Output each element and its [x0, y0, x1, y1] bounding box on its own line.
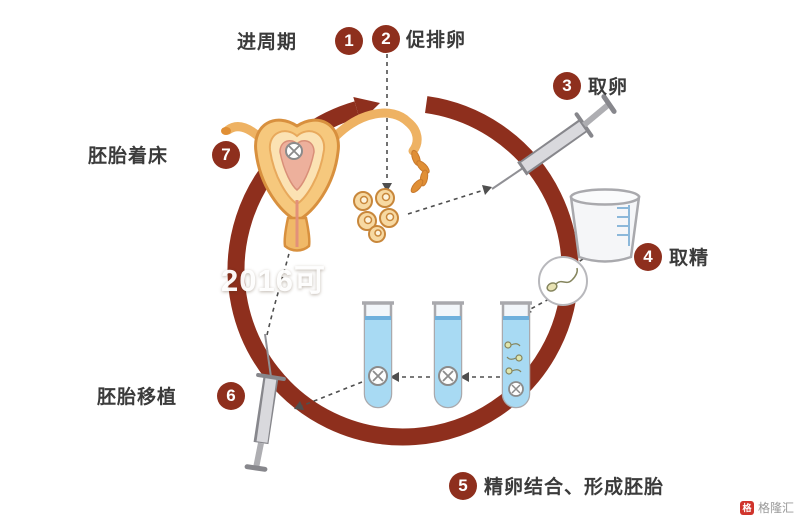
step-6-label-embryo-transfer: 胚胎移植 [97, 387, 178, 408]
center-watermark: 2016可 [221, 263, 326, 298]
step-1-badge: 1 [335, 27, 363, 55]
egg-retrieval-syringe-icon [491, 94, 617, 190]
ovary-eggs-icon [353, 188, 399, 243]
uterus-icon [221, 108, 430, 252]
brand-name: 格隆汇 [757, 501, 794, 515]
step-2-badge: 2 [372, 25, 400, 53]
embryo-implant-marker-icon [285, 142, 303, 160]
step-1-label-enter-cycle: 进周期 [237, 32, 298, 53]
step-5-label-fertilization-embryo: 精卵结合、形成胚胎 [484, 477, 665, 498]
sperm-icon [538, 256, 588, 306]
step-3-badge: 3 [553, 72, 581, 100]
step-6-badge: 6 [217, 382, 245, 410]
brand-watermark: 格 格隆汇 [739, 499, 794, 516]
step-5-badge: 5 [449, 472, 477, 500]
brand-logo-icon: 格 [739, 500, 754, 515]
specimen-cup-icon [569, 188, 641, 263]
step-2-label-ovulation-induction: 促排卵 [406, 30, 467, 51]
step-3-label-egg-retrieval: 取卵 [588, 77, 629, 98]
test-tubes-icon [362, 301, 532, 409]
step-4-label-sperm-collection: 取精 [669, 248, 710, 269]
step-4-badge: 4 [634, 243, 662, 271]
sperm-in-tube-icon [504, 341, 523, 375]
step-7-badge: 7 [212, 141, 240, 169]
embryo-transfer-syringe-icon [244, 333, 286, 472]
flow-arrowheads [294, 183, 532, 410]
step-7-label-embryo-implantation: 胚胎着床 [88, 146, 169, 167]
flow-dashed-lines [266, 54, 584, 408]
fertilized-egg-icon [368, 366, 524, 397]
